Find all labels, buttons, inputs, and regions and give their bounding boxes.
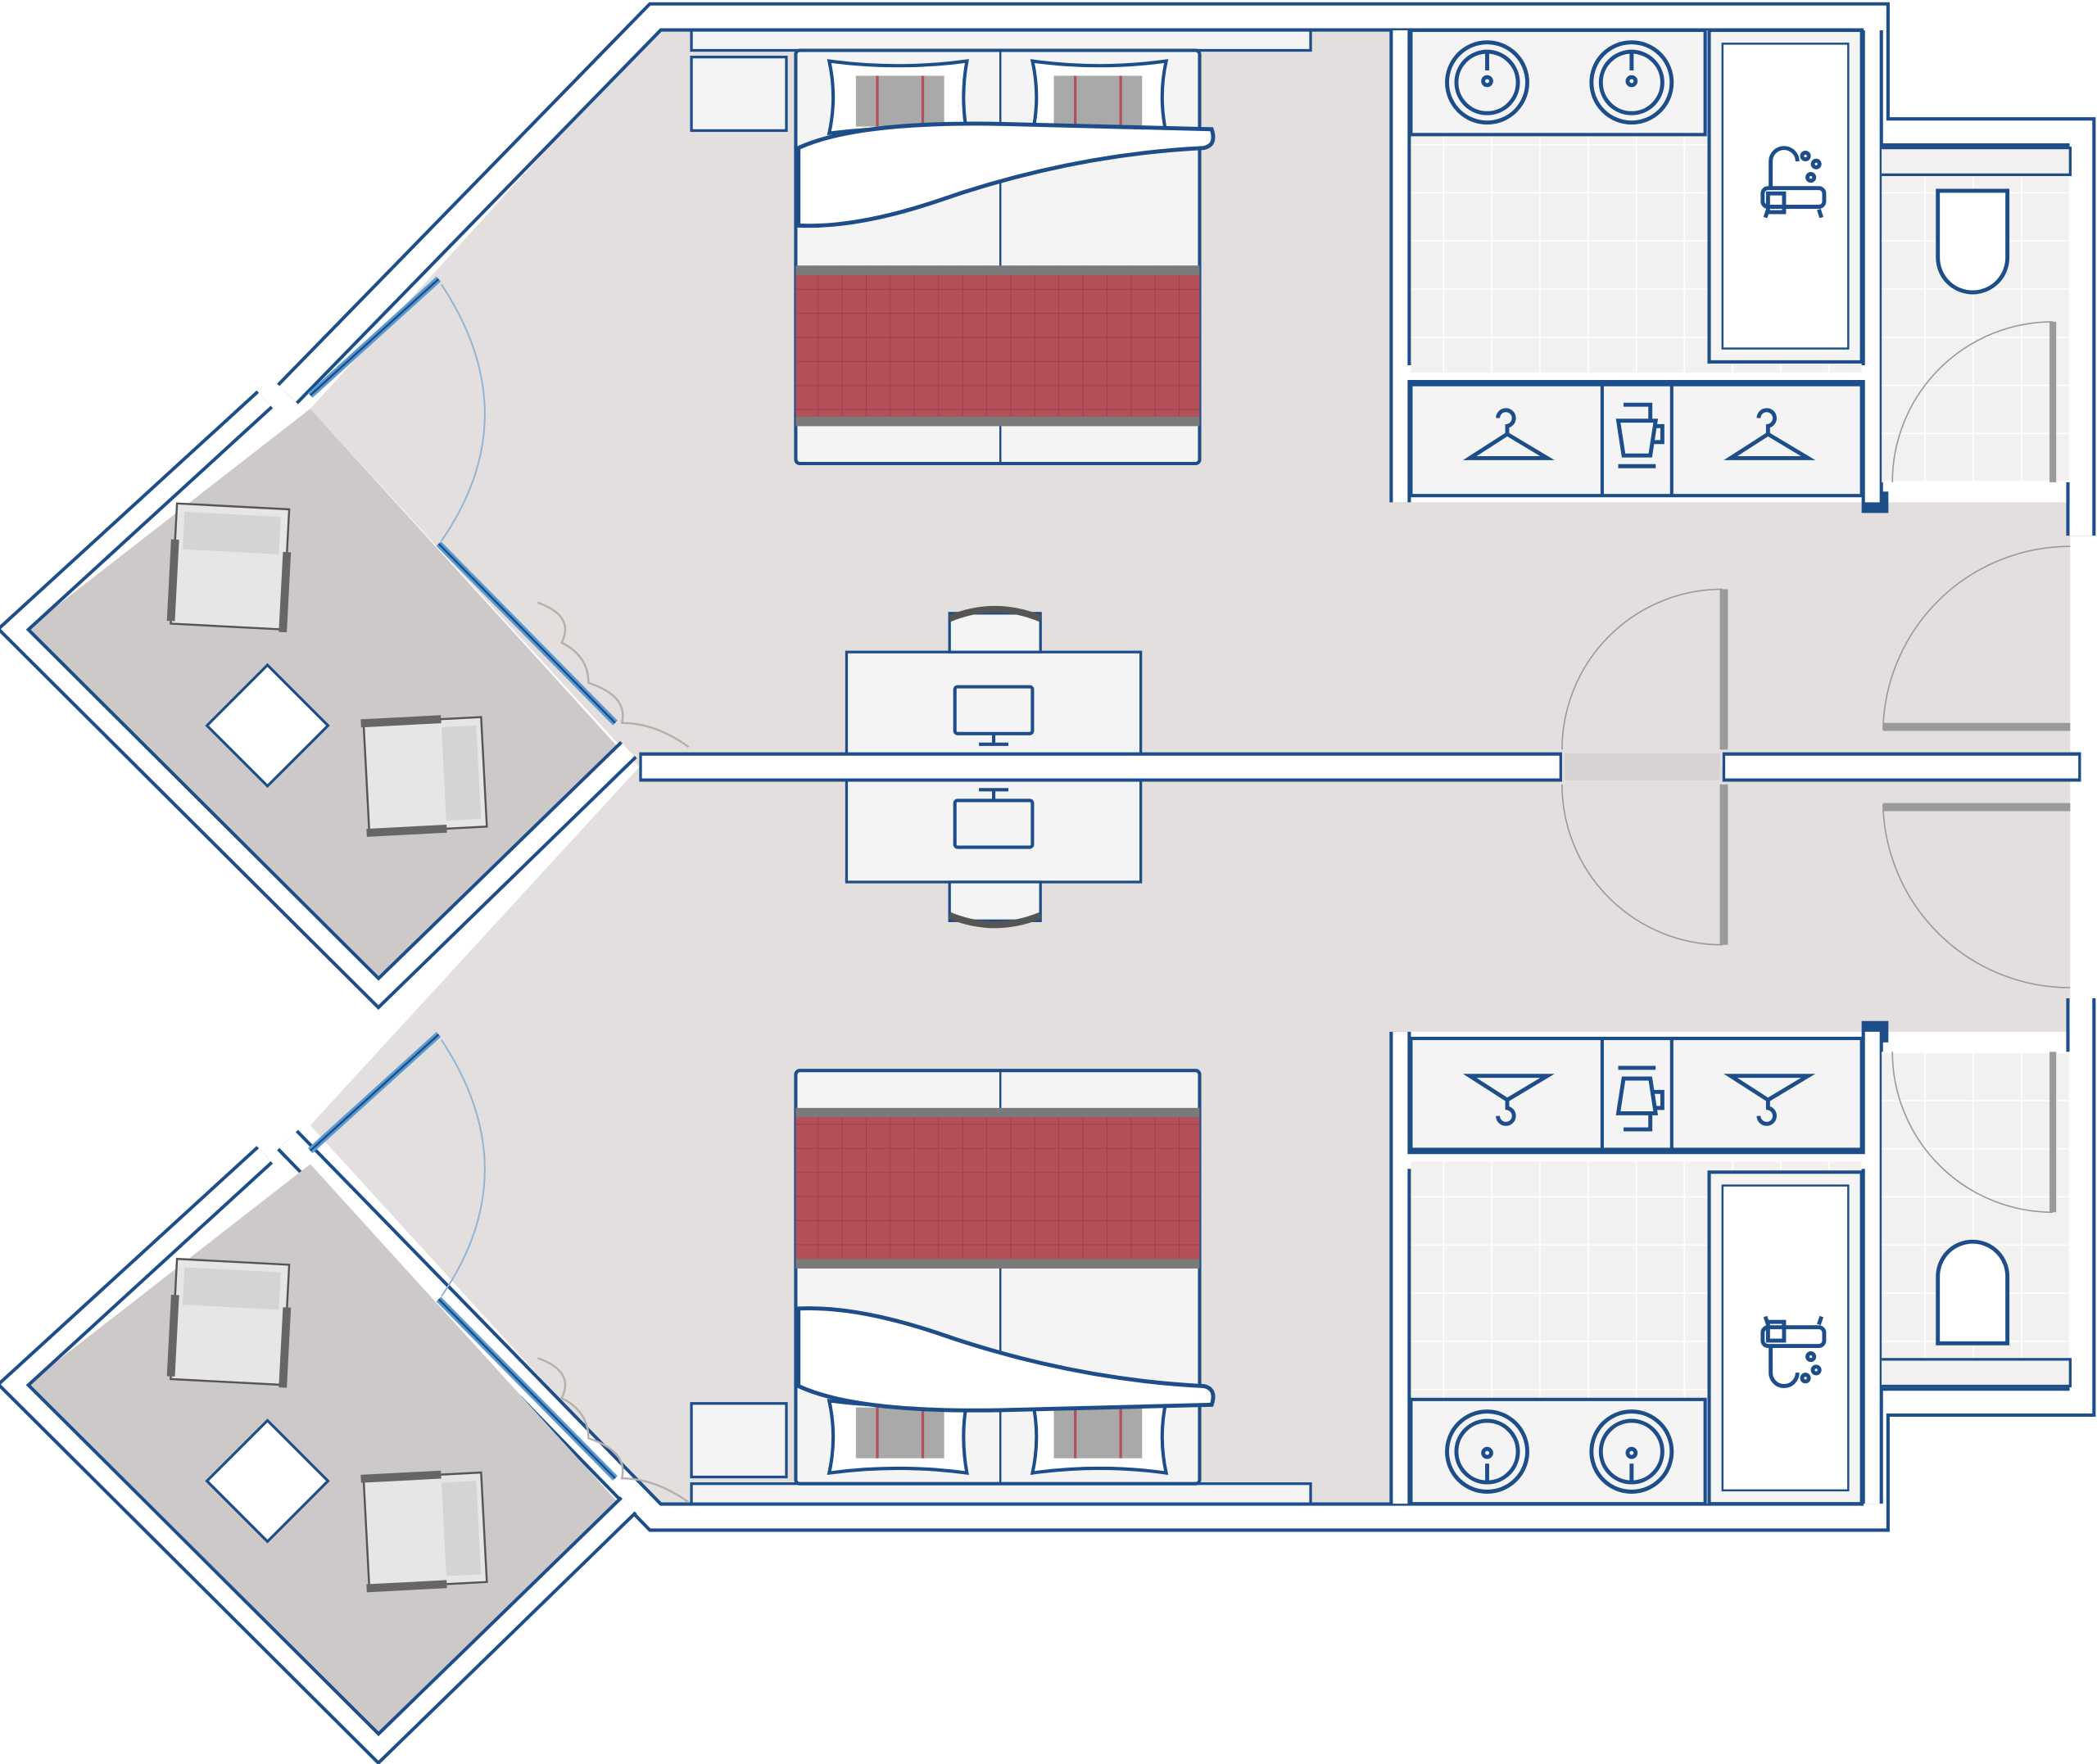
armchair-icon <box>166 1257 292 1388</box>
armchair-icon <box>166 502 292 633</box>
nightstand-icon <box>690 56 788 133</box>
kettle-icon <box>1615 1065 1664 1132</box>
bed-icon <box>794 1069 1216 1486</box>
door-icon <box>440 1039 486 1297</box>
vanity-counter <box>1409 1397 1707 1506</box>
unit-bottom <box>277 752 2096 1532</box>
unit-top <box>277 2 2096 782</box>
wardrobe <box>1409 1036 1864 1151</box>
door-icon <box>1561 321 2071 780</box>
toilet-icon <box>1936 1239 2010 1346</box>
sink-icon <box>1445 40 1674 125</box>
hanger-icon <box>1462 408 1816 460</box>
sink-icon <box>1445 1409 1674 1494</box>
desk-icon <box>845 650 1143 755</box>
shelf <box>690 29 1312 52</box>
nightstand-icon <box>690 1402 788 1479</box>
side-table-icon <box>205 663 330 789</box>
door-icon <box>440 283 486 542</box>
bathtub-icon <box>1760 146 1827 219</box>
chair-icon <box>948 605 1042 654</box>
desk-icon <box>845 779 1143 884</box>
armchair-icon <box>360 715 488 837</box>
balcony-bottom <box>0 1032 690 1764</box>
monitor-icon <box>953 685 1035 746</box>
shelf <box>690 1482 1312 1505</box>
monitor-icon <box>953 788 1035 849</box>
balcony-top <box>0 276 690 1011</box>
vanity-counter <box>1409 28 1707 137</box>
hanger-icon <box>1462 1074 1816 1126</box>
bathtub-icon <box>1760 1315 1827 1388</box>
bed-icon <box>794 48 1216 466</box>
toilet-icon <box>1936 188 2010 295</box>
chair-icon <box>948 880 1042 929</box>
wardrobe <box>1409 382 1864 498</box>
side-table-icon <box>205 1418 330 1544</box>
armchair-icon <box>360 1470 488 1593</box>
kettle-icon <box>1615 402 1664 468</box>
